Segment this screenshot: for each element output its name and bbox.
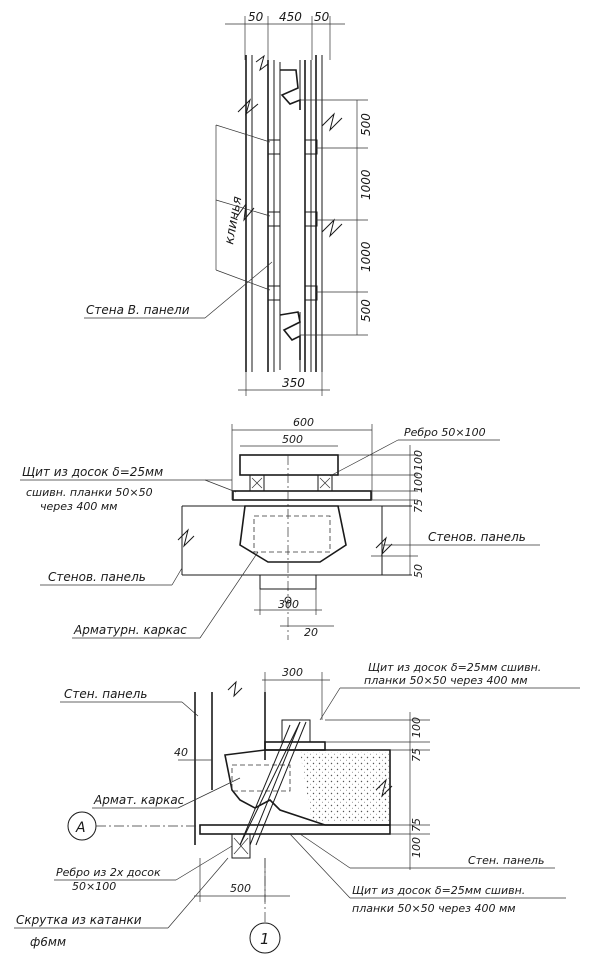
label-rib-detail: Ребро из 2х досок xyxy=(56,866,161,879)
dim-350: 350 xyxy=(282,376,305,390)
dim-50-right: 50 xyxy=(314,10,330,24)
dim-300-top: 300 xyxy=(282,666,303,679)
dim-20: 20 xyxy=(304,626,318,639)
dim-100-b: 100 xyxy=(412,472,425,493)
dim-600: 600 xyxy=(293,416,314,429)
view-1-elevation: 50 450 50 клинья xyxy=(84,10,373,396)
label-frame-detail: Армат. каркас xyxy=(93,793,185,807)
label-wall-top: Стен. панель xyxy=(64,687,147,701)
axis-1-bubble xyxy=(249,922,281,954)
dim-40: 40 xyxy=(174,746,188,759)
label-wall-left: Стенов. панель xyxy=(48,570,146,584)
label-wall-right: Стенов. панель xyxy=(428,530,526,544)
label-rib-detail-2: 50×100 xyxy=(72,880,116,893)
dim-500-bottom: 500 xyxy=(230,882,251,895)
label-shield-top: Щит из досок δ=25мм сшивн. xyxy=(368,661,541,674)
dim-500: 500 xyxy=(282,433,303,446)
dim-300: 300 xyxy=(278,598,299,611)
axis-a-label: А xyxy=(75,820,86,836)
label-wall-right-detail: Стен. панель xyxy=(468,854,544,867)
dim-500-top: 500 xyxy=(359,113,373,136)
dim-450: 450 xyxy=(279,10,302,24)
label-shield: Щит из досок δ=25мм xyxy=(22,465,163,479)
label-shield-top-2: планки 50×50 через 400 мм xyxy=(364,674,528,687)
label-shield-bottom: Щит из досок δ=25мм сшивн. xyxy=(352,884,525,897)
dim-1000-b: 1000 xyxy=(359,241,373,272)
label-wall-panel: Стена В. панели xyxy=(86,303,190,317)
label-shield-bottom-2: планки 50×50 через 400 мм xyxy=(352,902,516,915)
label-twist-2: ф6мм xyxy=(30,935,66,949)
view-2-section: 600 500 Ребро 50×100 100 100 75 50 Щит и… xyxy=(20,416,540,640)
axis-1-label: 1 xyxy=(260,930,270,948)
dim-50: 50 xyxy=(412,564,425,578)
dim-75: 75 xyxy=(412,499,425,513)
dim-1000-a: 1000 xyxy=(359,169,373,200)
label-shield-3: через 400 мм xyxy=(40,500,117,513)
label-shield-2: сшивн. планки 50×50 xyxy=(26,486,153,499)
label-twist: Скрутка из катанки xyxy=(16,913,142,927)
dim-100-a: 100 xyxy=(412,450,425,471)
label-frame: Арматурн. каркас xyxy=(73,623,187,637)
dim-100-bottom: 100 xyxy=(410,837,423,858)
dim-500-bottom: 500 xyxy=(359,299,373,322)
view-3-detail: 300 Щит из досок δ=25мм сшивн. планки 50… xyxy=(14,661,580,954)
dim-100-top: 100 xyxy=(410,717,423,738)
dim-75-b: 75 xyxy=(410,818,423,832)
dim-75-a: 75 xyxy=(410,748,423,762)
label-rib: Ребро 50×100 xyxy=(404,426,486,439)
dim-50-left: 50 xyxy=(248,10,264,24)
